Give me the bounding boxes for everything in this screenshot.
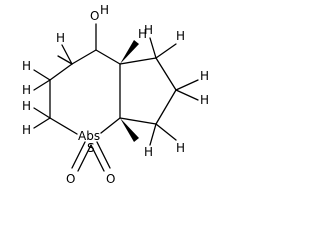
atom-label: H xyxy=(176,29,185,43)
bond xyxy=(57,55,73,65)
bond xyxy=(49,63,73,81)
bond xyxy=(71,49,97,65)
bond xyxy=(33,107,51,119)
bond xyxy=(155,89,177,125)
bond xyxy=(100,117,121,134)
bond xyxy=(119,57,157,65)
bond xyxy=(33,79,51,91)
bond xyxy=(149,37,157,59)
bond-lines xyxy=(33,23,199,172)
bond xyxy=(71,141,86,169)
atom-label: H xyxy=(22,83,31,97)
wedge-bond xyxy=(120,40,139,64)
bond xyxy=(90,144,105,172)
bond xyxy=(155,57,177,91)
atom-label: H xyxy=(56,31,65,45)
atom-label: H xyxy=(176,141,185,155)
structure-canvas: O H H H H H H H H H H H H H Abs S O O xyxy=(22,3,209,186)
wedge-bond xyxy=(120,118,139,142)
atom-label: H xyxy=(144,23,153,37)
atom-label: S xyxy=(87,141,95,155)
bond xyxy=(95,49,121,65)
bond xyxy=(175,89,199,101)
atom-label: O xyxy=(106,172,115,186)
atom-label: H xyxy=(200,69,209,83)
bond xyxy=(96,141,111,169)
molecule-drawing: O H H H H H H H H H H H H H Abs S O O xyxy=(22,3,209,186)
atom-label: Abs xyxy=(78,129,100,143)
wedge-bonds xyxy=(120,40,139,142)
bond xyxy=(175,79,199,91)
atom-label: H xyxy=(200,93,209,107)
bond xyxy=(49,117,78,135)
atom-label: H xyxy=(22,99,31,113)
bond xyxy=(61,44,73,65)
bond xyxy=(119,117,157,125)
bond xyxy=(77,144,92,172)
atom-label: H xyxy=(100,3,109,17)
bond xyxy=(33,117,51,129)
bond xyxy=(155,43,177,59)
atom-label: O xyxy=(66,172,75,186)
atom-label: H xyxy=(22,59,31,73)
atom-label: O xyxy=(90,9,99,23)
atom-label: H xyxy=(138,27,147,41)
bond xyxy=(149,123,157,146)
atom-label: H xyxy=(144,145,153,159)
bond xyxy=(155,123,177,141)
bond xyxy=(33,69,51,81)
atom-label: H xyxy=(22,123,31,137)
